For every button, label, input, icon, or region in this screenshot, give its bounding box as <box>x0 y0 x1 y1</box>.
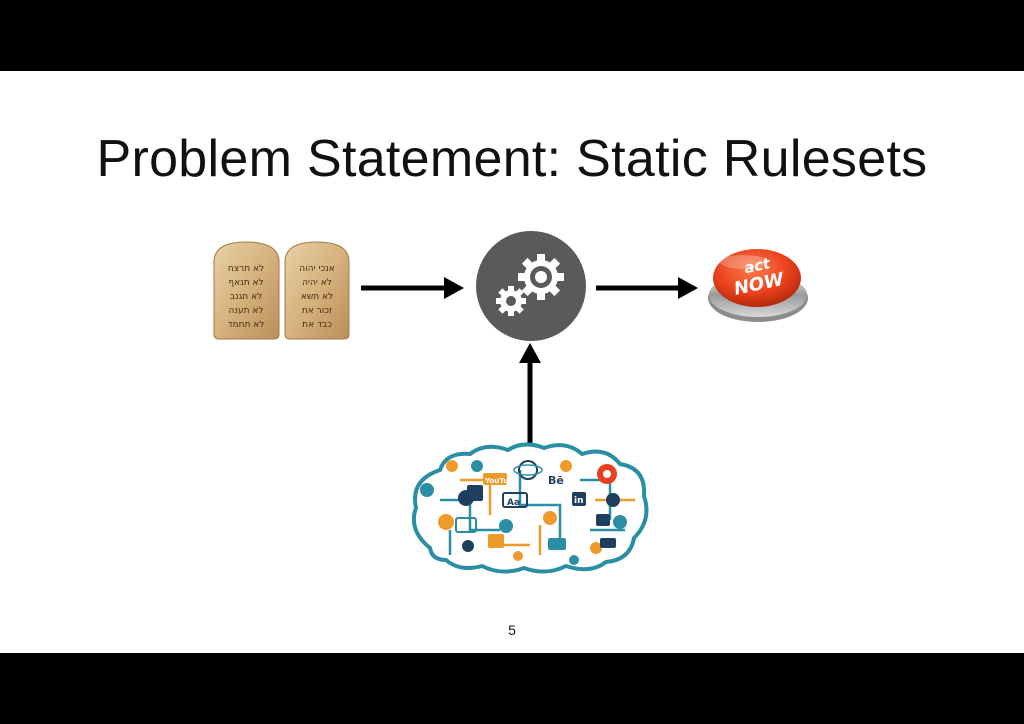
cloud-label-youtube: YouTube <box>484 477 518 485</box>
tablet-left-line: לא תחמד <box>228 320 265 330</box>
act-now-button-icon: act NOW <box>708 249 808 322</box>
tablet-left-line: לא תרצח <box>228 264 264 274</box>
stone-tablets-icon: לא תרצח לא תנאף לא תגנב לא תענה לא תחמד … <box>213 241 350 340</box>
page-number: 5 <box>508 622 516 638</box>
slide: Problem Statement: Static Rulesets <box>0 71 1024 653</box>
cloud-label-aa: Aa <box>507 498 520 508</box>
tablet-left-line: לא תענה <box>228 306 263 316</box>
gears-icon <box>476 231 586 341</box>
arrow-up-icon <box>519 343 541 446</box>
arrow-right-icon <box>361 277 464 299</box>
tablet-left-line: לא תנאף <box>228 278 263 288</box>
arrow-right-icon <box>596 277 698 299</box>
tablet-right-line: אנכי יהוה <box>299 264 334 274</box>
cloud-label-behance: Bē <box>548 474 564 487</box>
cloud-label-linkedin: in <box>574 496 584 506</box>
bottom-letterbox-bar <box>0 653 1024 724</box>
top-letterbox-bar <box>0 0 1024 71</box>
tablet-right-line: זכור את <box>302 306 332 316</box>
slide-title: Problem Statement: Static Rulesets <box>96 130 928 188</box>
button-text-act: act <box>742 254 772 277</box>
slide-diagram: לא תרצח לא תנאף לא תגנב לא תענה לא תחמד … <box>213 231 808 574</box>
data-cloud-icon: YouTube Bē in Aa <box>411 442 649 574</box>
tablet-left-line: לא תגנב <box>230 292 262 302</box>
tablet-right-line: לא יהיה <box>302 278 332 288</box>
tablet-right-line: כבד את <box>302 320 332 330</box>
tablet-right-line: לא תשא <box>301 292 333 302</box>
